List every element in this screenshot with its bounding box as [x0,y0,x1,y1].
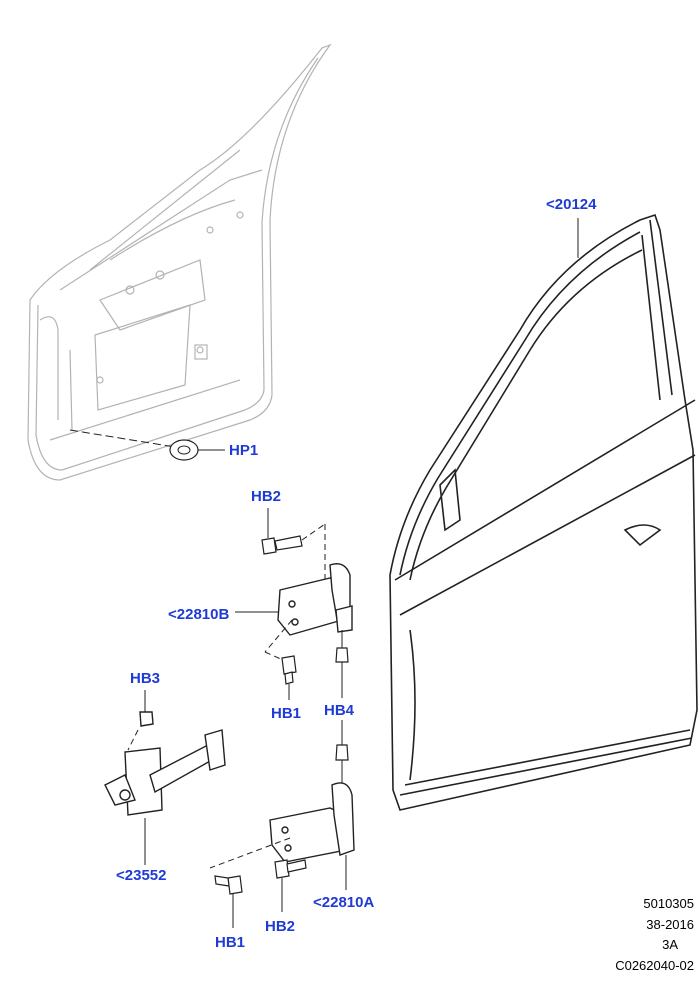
ref-line-1: 5010305 [643,896,694,911]
lower-bolts [214,859,307,928]
callout-hinge-pin-hb4[interactable]: HB4 [324,702,355,719]
ref-line-3: 3A [662,937,678,952]
callout-plug-hp1[interactable]: HP1 [229,442,259,459]
callout-lower-bolt-hb1[interactable]: HB1 [215,934,246,951]
callout-door-shell[interactable]: <20124 [546,196,597,213]
upper-hinge [235,563,353,661]
callout-lower-hinge[interactable]: <22810A [313,894,375,911]
inner-door-panel [27,43,332,481]
callout-upper-hinge[interactable]: <22810B [168,606,230,623]
upper-bolt-hb2 [261,508,326,580]
callout-upper-bolt-hb2[interactable]: HB2 [251,488,282,505]
hinge-pins-hb4 [335,630,349,785]
plug-hp1 [69,429,225,461]
callout-check-strap[interactable]: <23552 [116,867,167,884]
callout-upper-hinge-bolt-hb1[interactable]: HB1 [271,705,302,722]
door-shell [389,213,698,811]
check-strap [104,690,226,865]
callout-lower-bolt-hb2[interactable]: HB2 [265,918,296,935]
ref-line-2: 38-2016 [646,917,694,932]
callout-check-bolt-hb3[interactable]: HB3 [130,670,161,687]
upper-hinge-bolt-hb1 [281,655,297,700]
ref-line-4: C0262040-02 [615,958,694,973]
lower-hinge [209,782,355,890]
